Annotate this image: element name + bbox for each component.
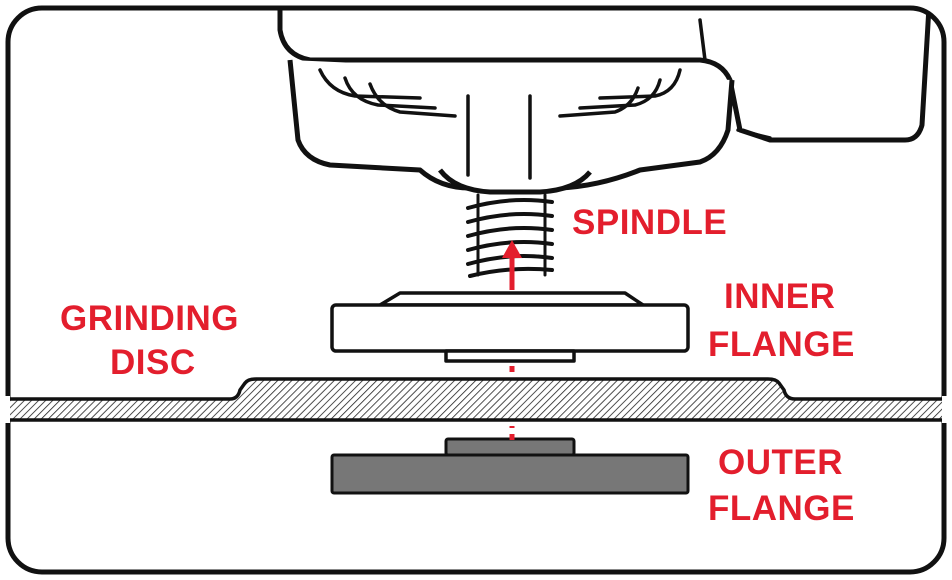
label-outer-flange-line1: OUTER (718, 443, 843, 482)
label-spindle: SPINDLE (572, 203, 727, 242)
label-outer-flange-line2: FLANGE (708, 489, 855, 528)
label-grinding-disc-line2: DISC (110, 343, 196, 382)
diagram-frame (5, 5, 947, 575)
outer-flange (330, 437, 690, 495)
label-inner-flange-line1: INNER (724, 277, 835, 316)
housing-ribs (318, 18, 772, 180)
spindle-threads (466, 193, 554, 278)
grinding-disc (0, 377, 952, 422)
inner-flange (330, 291, 690, 363)
label-inner-flange-line2: FLANGE (708, 325, 855, 364)
grinder-housing (277, 8, 933, 195)
alignment-arrow (502, 240, 522, 440)
label-grinding-disc-line1: GRINDING (60, 299, 239, 338)
